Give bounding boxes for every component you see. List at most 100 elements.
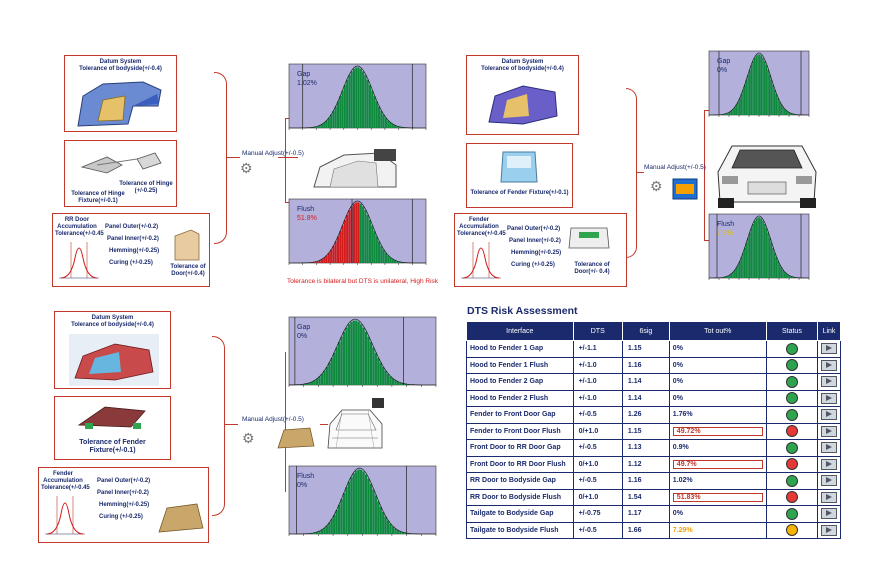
six-sigma-cell: 1.16 xyxy=(621,356,670,374)
tot-out-cell: 0% xyxy=(668,389,767,407)
tot-out-value: 49.72% xyxy=(672,426,763,436)
histogram-bar xyxy=(374,352,377,385)
histogram-bar xyxy=(323,257,326,263)
histogram-bar xyxy=(341,90,344,128)
play-link-icon[interactable] xyxy=(821,376,837,388)
tailgate-part-image xyxy=(500,151,538,183)
play-link-icon[interactable] xyxy=(821,508,837,520)
part-inner-label: Panel Inner(+/-0.2) xyxy=(509,238,561,244)
link-cell[interactable] xyxy=(817,439,841,457)
link-cell[interactable] xyxy=(817,406,841,424)
status-red-icon xyxy=(785,458,798,471)
histogram-bar xyxy=(725,276,728,278)
histogram-bar xyxy=(336,101,340,128)
accumulation-title: RR Door Accumulation Tolerance(+/-0.45 xyxy=(55,217,104,237)
link-cell[interactable] xyxy=(817,373,841,391)
tot-out-cell: 0% xyxy=(668,373,767,391)
dts-cell: +/-0.5 xyxy=(572,521,623,539)
part-outer-label: Panel Outer(+/-0.2) xyxy=(105,224,159,230)
histogram-name: Flush xyxy=(717,221,734,228)
play-link-icon[interactable] xyxy=(821,491,837,503)
histogram-bar xyxy=(782,106,784,115)
histogram-bar xyxy=(373,96,376,128)
part-outer-label: Panel Outer(+/-0.2) xyxy=(507,226,561,232)
histogram-bar xyxy=(747,74,749,115)
histogram-bar xyxy=(323,122,326,128)
histogram-bar xyxy=(374,495,377,534)
car-wireframe-image xyxy=(327,409,383,449)
datum-title: Datum System xyxy=(91,315,134,321)
link-cell[interactable] xyxy=(817,505,841,523)
manual-adjust-label: Manual Adjust(+/-0.5) xyxy=(644,164,706,171)
play-link-icon[interactable] xyxy=(821,392,837,404)
status-cell xyxy=(765,505,819,523)
histogram-bar xyxy=(382,366,385,385)
link-cell[interactable] xyxy=(817,389,841,407)
histogram-bar xyxy=(737,264,739,278)
link-cell[interactable] xyxy=(817,455,841,473)
play-link-icon[interactable] xyxy=(821,425,837,437)
dts-cell: +/-0.5 xyxy=(572,439,623,457)
histogram-bar xyxy=(740,94,743,115)
out-of-spec-percent: 0% xyxy=(297,482,307,489)
connector-line xyxy=(285,118,292,119)
histogram-bar xyxy=(772,247,774,278)
connector-line xyxy=(278,157,298,158)
fit-curve xyxy=(289,65,426,129)
play-link-icon[interactable] xyxy=(821,524,837,536)
histogram-bar xyxy=(767,69,769,115)
link-cell[interactable] xyxy=(817,472,841,490)
fixture-part-image xyxy=(77,406,146,429)
col-dts: DTS xyxy=(572,321,623,341)
tailgate-part-image xyxy=(568,227,610,249)
histogram-bar xyxy=(327,252,330,263)
histogram-bar xyxy=(750,227,753,278)
datum-title: Datum System xyxy=(501,59,544,65)
link-cell[interactable] xyxy=(817,340,841,358)
six-sigma-cell: 1.15 xyxy=(621,340,670,358)
histogram-bar xyxy=(311,127,314,128)
histogram-bar xyxy=(366,79,369,128)
play-link-icon[interactable] xyxy=(821,475,837,487)
histogram-bar xyxy=(379,362,382,385)
car-door-image xyxy=(313,149,397,188)
link-cell[interactable] xyxy=(817,422,841,440)
worker-wrench-icon: ⚙ xyxy=(240,160,253,176)
play-link-icon[interactable] xyxy=(821,343,837,355)
histogram-bar xyxy=(396,530,400,534)
link-cell[interactable] xyxy=(817,521,841,539)
col-interface: Interface xyxy=(466,321,574,341)
status-cell xyxy=(765,439,819,457)
histogram-bar xyxy=(762,57,764,115)
play-link-icon[interactable] xyxy=(821,359,837,371)
histogram-bar xyxy=(750,64,753,115)
histogram-bar xyxy=(399,531,402,534)
link-cell[interactable] xyxy=(817,488,841,506)
histogram-bar xyxy=(769,237,771,278)
histogram-bar xyxy=(724,113,726,115)
histogram-bar xyxy=(367,478,370,534)
histogram-bar xyxy=(749,232,751,278)
histogram-bar xyxy=(352,320,355,385)
status-red-icon xyxy=(785,491,798,504)
histogram-bar xyxy=(338,504,341,534)
dts-cell: +/-1.0 xyxy=(572,373,623,391)
histogram-bar xyxy=(320,373,324,385)
play-link-icon[interactable] xyxy=(821,409,837,421)
histogram-bar xyxy=(325,255,328,263)
dts-cell: +/-0.75 xyxy=(572,505,623,523)
link-cell[interactable] xyxy=(817,356,841,374)
bracket-1 xyxy=(214,72,227,244)
histogram-bar xyxy=(378,241,381,263)
play-link-icon[interactable] xyxy=(821,458,837,470)
histogram-bar xyxy=(760,218,763,278)
play-link-icon[interactable] xyxy=(821,442,837,454)
histogram-bar xyxy=(362,206,365,263)
histogram-bar xyxy=(368,220,371,263)
histogram-bar xyxy=(398,126,401,128)
histogram-bar xyxy=(744,84,746,115)
interface-cell: Hood to Fender 1 Flush xyxy=(466,356,574,374)
